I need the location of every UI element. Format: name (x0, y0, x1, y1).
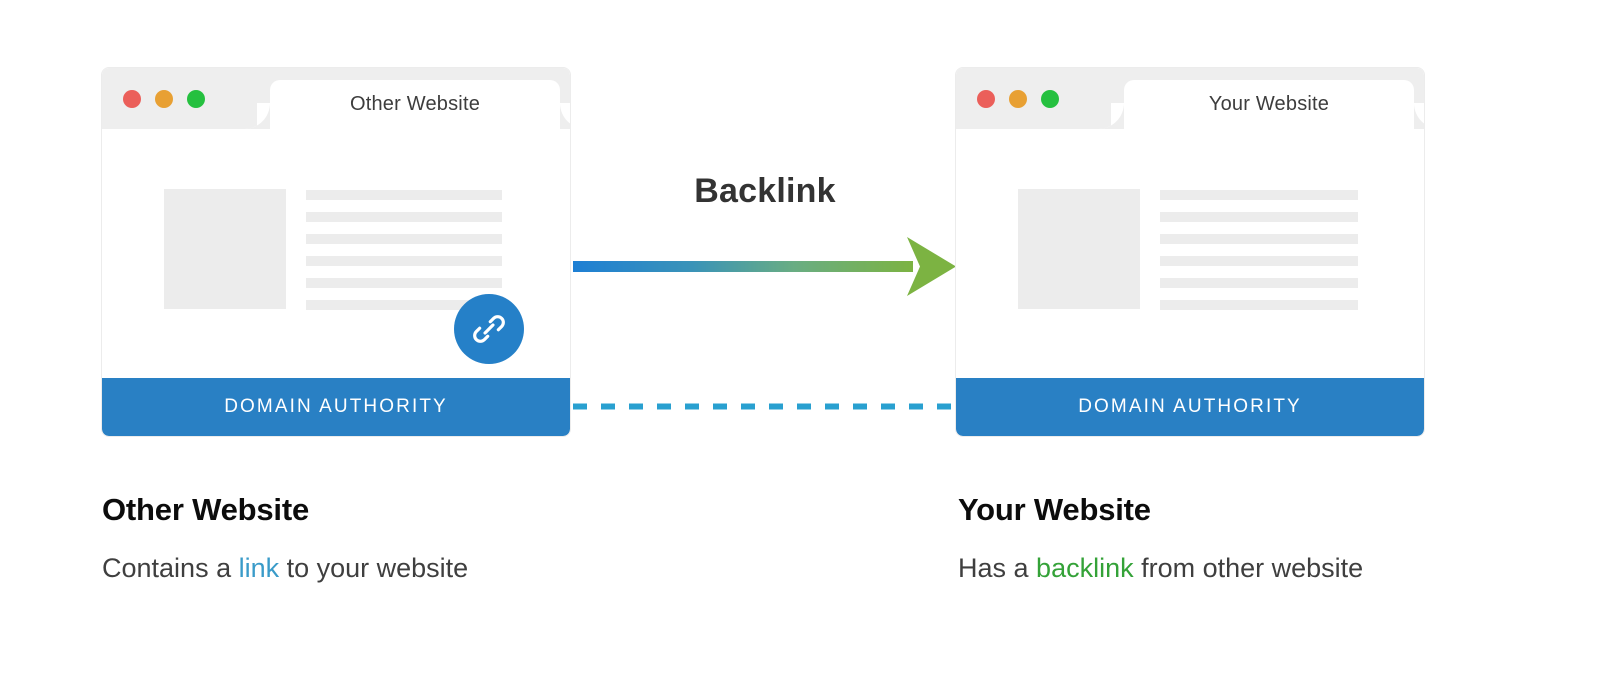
image-placeholder (1018, 189, 1140, 309)
text-line (1160, 256, 1358, 266)
connector-graphics (573, 237, 958, 410)
caption-text-after: from other website (1133, 553, 1364, 583)
browser-tab-other-website[interactable]: Other Website (244, 80, 570, 129)
caption-your-website: Your Website Has a backlink from other w… (958, 492, 1363, 584)
text-line (1160, 190, 1358, 200)
minimize-dot[interactable] (1009, 90, 1027, 108)
close-dot[interactable] (977, 90, 995, 108)
browser-tab-your-website[interactable]: Your Website (1098, 80, 1424, 129)
caption-keyword-link: link (238, 553, 280, 583)
maximize-dot[interactable] (187, 90, 205, 108)
maximize-dot[interactable] (1041, 90, 1059, 108)
text-line (306, 300, 502, 310)
text-line-group (1160, 190, 1358, 310)
close-dot[interactable] (123, 90, 141, 108)
image-placeholder (164, 189, 286, 309)
text-line (306, 278, 502, 288)
browser-window-other-website: Other Website DOMAIN AUT (102, 68, 570, 436)
browser-chrome: Other Website (102, 68, 570, 129)
caption-title: Other Website (102, 492, 309, 527)
caption-text-after: to your website (279, 553, 469, 583)
browser-window-your-website: Your Website DOMAIN AUTHORITY (956, 68, 1424, 436)
caption-other-website: Other Website Contains a link to your we… (102, 492, 468, 584)
caption-subtitle: Has a backlink from other website (958, 553, 1363, 584)
tab-title: Other Website (349, 93, 481, 115)
caption-text-before: Has a (958, 553, 1037, 583)
traffic-light-dots (123, 90, 205, 108)
text-line (1160, 300, 1358, 310)
caption-title: Your Website (958, 492, 1151, 527)
domain-authority-bar: DOMAIN AUTHORITY (102, 378, 570, 436)
text-line (306, 234, 502, 244)
arrow-head (907, 237, 956, 296)
text-line (306, 212, 502, 222)
browser-chrome: Your Website (956, 68, 1424, 129)
domain-authority-label: DOMAIN AUTHORITY (1078, 396, 1302, 417)
text-line (306, 256, 502, 266)
tab-title: Your Website (1208, 93, 1330, 115)
caption-keyword-backlink: backlink (1036, 553, 1134, 583)
text-line (1160, 234, 1358, 244)
page-content-mock (102, 129, 570, 378)
text-line-group (306, 190, 502, 310)
text-line (1160, 278, 1358, 288)
domain-authority-label: DOMAIN AUTHORITY (224, 396, 448, 417)
traffic-light-dots (977, 90, 1059, 108)
backlink-label: Backlink (694, 172, 836, 210)
text-line (1160, 212, 1358, 222)
minimize-dot[interactable] (155, 90, 173, 108)
text-line (306, 190, 502, 200)
chain-link-icon (473, 315, 505, 343)
arrow-shaft (573, 261, 913, 272)
caption-subtitle: Contains a link to your website (102, 553, 468, 584)
chain-link-badge[interactable] (454, 294, 524, 364)
domain-authority-bar: DOMAIN AUTHORITY (956, 378, 1424, 436)
caption-text-before: Contains a (102, 553, 239, 583)
page-content-mock (956, 129, 1424, 378)
